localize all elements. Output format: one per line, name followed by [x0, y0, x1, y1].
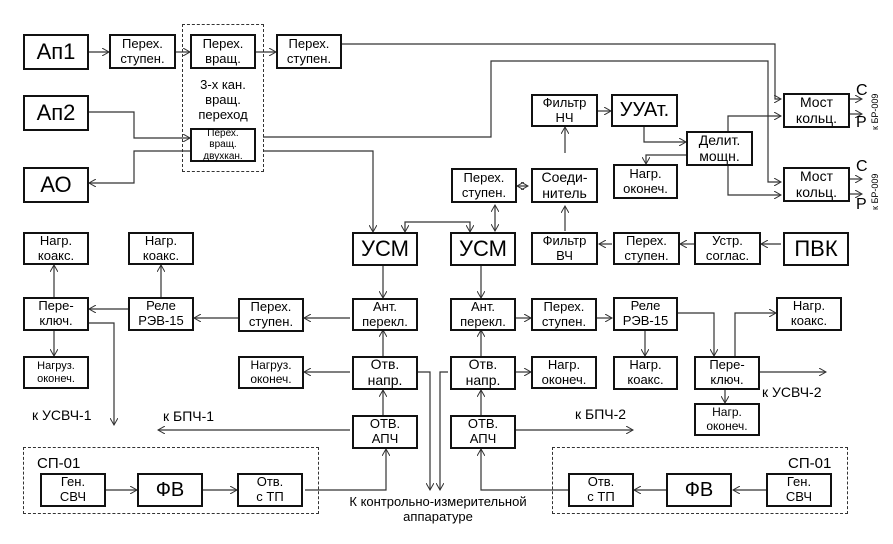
wire — [263, 60, 781, 182]
wire — [734, 313, 776, 356]
block-phase-shifter-right[interactable]: ФВ — [666, 473, 732, 507]
block-phase-shifter-left[interactable]: ФВ — [137, 473, 203, 507]
output-c-2: С — [856, 158, 868, 175]
block-combiner[interactable]: Соеди- нитель — [531, 168, 598, 203]
to-br009-label-2: к БР-009 — [870, 173, 880, 210]
block-tap-right[interactable]: Отв. с ТП — [568, 473, 634, 507]
output-c-1: С — [856, 82, 868, 99]
block-pvk[interactable]: ПВК — [783, 232, 849, 266]
block-load-terminal-top[interactable]: Нагр. оконеч. — [613, 164, 678, 199]
block-power-divider[interactable]: Делит. мощн. — [686, 131, 753, 166]
label-to-instruments: К контрольно-измерительной аппаратуре — [349, 494, 527, 524]
block-switch-left[interactable]: Пере- ключ. — [23, 297, 89, 331]
output-p-2: Р — [856, 196, 867, 213]
group-3ch-rotary-joint-label: 3-х кан. вращ. переход — [198, 77, 248, 122]
block-afc-tap-2[interactable]: ОТВ. АПЧ — [450, 415, 516, 449]
group-3ch-rotary-joint — [182, 24, 264, 172]
block-load-coax-right-2[interactable]: Нагр. коакс. — [613, 356, 678, 390]
block-ring-bridge-1[interactable]: Мост кольц. — [783, 93, 850, 128]
block-step-transition-right[interactable]: Перех. ступен. — [531, 298, 597, 331]
block-directional-coupler-1[interactable]: Отв. напр. — [352, 356, 418, 390]
wire — [342, 43, 781, 99]
block-rotary-transition[interactable]: Перех. вращ. — [190, 34, 256, 69]
block-ap2[interactable]: Ап2 — [23, 95, 89, 131]
block-highpass-filter[interactable]: Фильтр ВЧ — [531, 232, 598, 265]
label-to-usvch-2: к УСВЧ-2 — [762, 384, 822, 400]
group-sp01-right — [552, 447, 848, 514]
block-usm-2[interactable]: УСМ — [450, 232, 516, 266]
wire — [89, 322, 114, 425]
group-sp01-left-label: СП-01 — [37, 455, 81, 472]
block-load-coax-left-1[interactable]: Нагр. коакс. — [23, 232, 89, 265]
label-to-usvch-1: к УСВЧ-1 — [32, 407, 92, 423]
block-directional-coupler-2[interactable]: Отв. напр. — [450, 356, 516, 390]
wire — [263, 150, 373, 232]
wire — [440, 371, 448, 490]
block-afc-tap-1[interactable]: ОТВ. АПЧ — [352, 415, 418, 449]
to-br009-label-1: к БР-009 — [870, 93, 880, 130]
wire — [418, 371, 430, 490]
wire — [646, 154, 686, 164]
wire — [305, 449, 386, 491]
block-step-transition-2[interactable]: Перех. ступен. — [276, 34, 342, 69]
block-step-transition-left[interactable]: Перех. ступен. — [238, 298, 304, 332]
block-step-transition-1[interactable]: Перех. ступен. — [109, 34, 176, 69]
block-rotary-2ch[interactable]: Перех. вращ. двухкан. — [190, 128, 256, 162]
block-tap-left[interactable]: Отв. с ТП — [237, 473, 303, 507]
block-step-transition-3[interactable]: Перех. ступен. — [451, 168, 517, 203]
wire — [727, 163, 781, 195]
block-usm-1[interactable]: УСМ — [352, 232, 418, 266]
block-microwave-gen-left[interactable]: Ген. СВЧ — [40, 473, 106, 507]
block-load-terminal-left-1[interactable]: Нагруз. оконеч. — [23, 356, 89, 389]
block-load-coax-right-1[interactable]: Нагр. коакс. — [776, 297, 842, 331]
block-relay-right[interactable]: Реле РЭВ-15 — [613, 297, 678, 331]
wire — [481, 449, 568, 491]
block-microwave-gen-right[interactable]: Ген. СВЧ — [766, 473, 832, 507]
block-load-terminal-right-2[interactable]: Нагр. оконеч. — [694, 403, 760, 436]
wire — [405, 221, 470, 232]
block-ant-switch-1[interactable]: Ант. перекл. — [352, 298, 418, 331]
wire — [89, 150, 190, 183]
wire — [643, 126, 686, 142]
group-sp01-right-label: СП-01 — [788, 455, 832, 472]
wire — [727, 116, 781, 137]
wire — [89, 111, 190, 138]
group-sp01-left — [23, 447, 319, 514]
block-step-transition-4[interactable]: Перех. ступен. — [613, 232, 680, 265]
wire — [678, 312, 714, 356]
block-ap1[interactable]: Ап1 — [23, 34, 89, 70]
block-lowpass-filter[interactable]: Фильтр НЧ — [531, 94, 598, 127]
output-p-1: Р — [856, 114, 867, 131]
block-uuat[interactable]: УУАт. — [611, 94, 678, 127]
block-matching-device[interactable]: Устр. соглас. — [694, 232, 761, 265]
block-ant-switch-2[interactable]: Ант. перекл. — [450, 298, 516, 331]
block-switch-right[interactable]: Пере- ключ. — [694, 356, 760, 390]
label-to-bpch-2: к БПЧ-2 — [575, 406, 627, 422]
block-load-terminal-right-1[interactable]: Нагр. оконеч. — [531, 356, 597, 389]
block-relay-left[interactable]: Реле РЭВ-15 — [128, 297, 194, 331]
block-load-terminal-left-2[interactable]: Нагруз. оконеч. — [238, 356, 304, 389]
block-load-coax-left-2[interactable]: Нагр. коакс. — [128, 232, 194, 265]
block-ao[interactable]: АО — [23, 167, 89, 203]
label-to-bpch-1: к БПЧ-1 — [163, 408, 215, 424]
block-ring-bridge-2[interactable]: Мост кольц. — [783, 167, 850, 202]
